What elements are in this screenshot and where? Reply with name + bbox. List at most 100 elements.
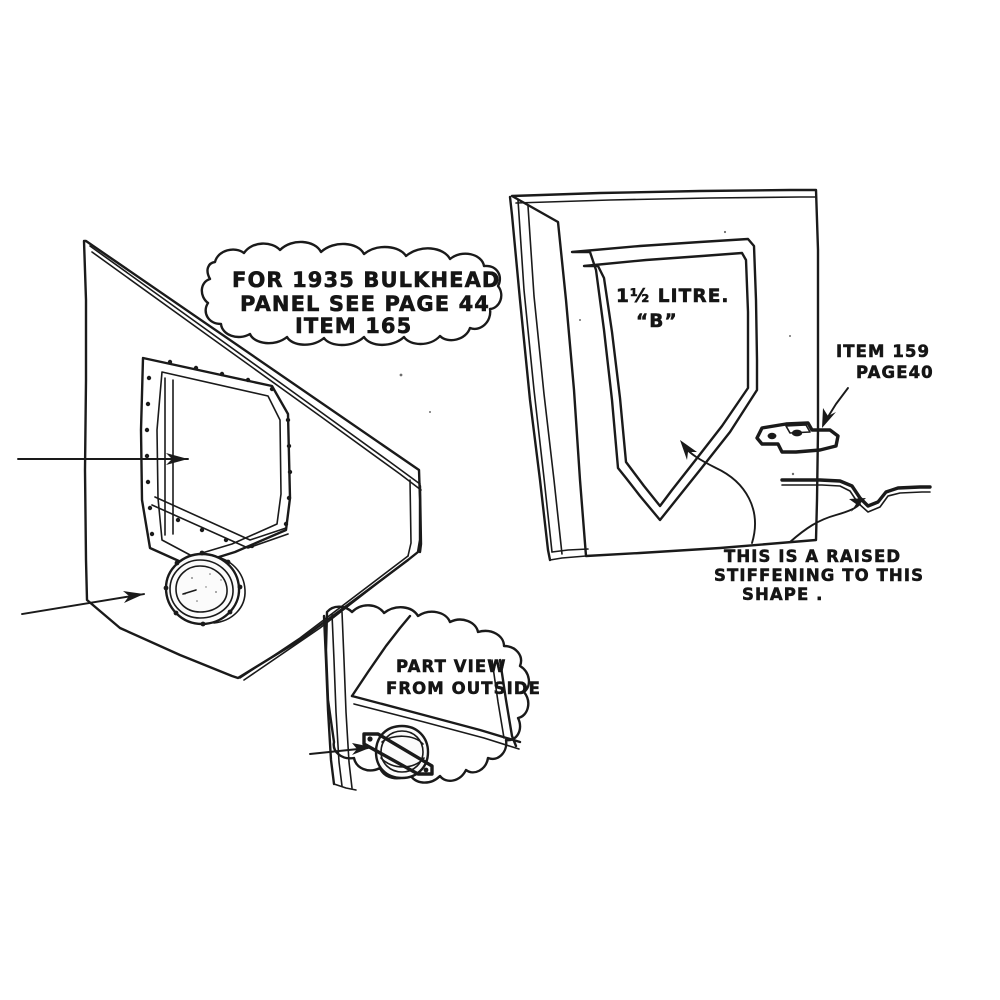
rivet <box>199 550 205 556</box>
right-panel-flange-bottom-fold-2 <box>551 548 589 553</box>
panel-label-line-2: “B” <box>636 311 678 332</box>
shading-speck <box>209 573 211 575</box>
rivet <box>287 469 293 475</box>
ink-speck <box>723 230 727 234</box>
rivet <box>225 559 231 565</box>
arrow-icon <box>849 498 866 512</box>
fitting-outer-ring <box>374 724 430 780</box>
aperture-lower-edge <box>154 496 287 541</box>
leader-line-icon <box>683 445 756 544</box>
rivet <box>174 560 180 566</box>
cloud-line-3: ITEM 165 <box>295 314 412 338</box>
shading-speck <box>215 591 217 593</box>
ink-speck <box>399 373 403 377</box>
cloud-callout: FOR 1935 BULKHEAD PANEL SEE PAGE 44 ITEM… <box>200 240 503 347</box>
arrow-icon <box>352 743 372 755</box>
rivet <box>269 386 275 392</box>
right-panel-left-flange-inner <box>527 205 563 555</box>
left-panel-flange-fold-2 <box>243 551 419 681</box>
fragment-inner-panel-edge <box>350 694 522 744</box>
left-panel-right-flange <box>418 484 423 554</box>
ink-speck <box>791 472 795 476</box>
aperture-outer-outline <box>139 356 292 568</box>
right-panel-left-flange-outer <box>508 195 552 562</box>
rivet <box>193 365 199 371</box>
arrow-icon <box>166 453 188 465</box>
rivet <box>219 371 225 377</box>
figure-retaining-clip <box>755 421 840 454</box>
leader-to-aperture <box>17 453 189 465</box>
stiffening-note-line-2: STIFFENING TO THIS <box>714 566 924 585</box>
rivet <box>145 401 151 407</box>
rivet <box>200 621 206 627</box>
stiffening-bead-inner <box>582 251 750 508</box>
clip-inner-edge <box>785 424 811 434</box>
round-aperture-tick <box>182 589 197 595</box>
rivet <box>237 584 243 590</box>
clip-hole-left <box>767 432 777 440</box>
right-panel-flange-bottom-fold <box>549 555 587 561</box>
cloud-line-1: FOR 1935 BULKHEAD <box>232 268 500 292</box>
ink-speck <box>579 319 581 321</box>
right-panel-left-flange-mid <box>517 199 553 553</box>
rivet <box>149 531 155 537</box>
cloud-outline <box>200 240 503 347</box>
stiffening-note-line-1: THIS IS A RAISED <box>724 547 901 566</box>
fitting-top-arc <box>381 735 424 745</box>
rivet <box>167 359 173 365</box>
fragment-flange-bottom <box>333 783 357 791</box>
section-profile-lower-line <box>781 484 931 513</box>
fragment-left-flange-outer <box>322 614 336 786</box>
ink-speck <box>789 335 791 337</box>
right-panel-top-edge-inner <box>515 196 817 204</box>
rivet <box>173 610 179 616</box>
left-panel-top-crease <box>89 245 421 485</box>
aperture-lower-edge-2 <box>151 504 289 549</box>
rivet <box>144 427 150 433</box>
figure-right-stiffened-panel: 1½ LITRE. “B” <box>508 188 820 562</box>
rivet <box>245 377 251 383</box>
rivet <box>163 585 169 591</box>
fitting-cross-bar <box>362 732 434 776</box>
rivet <box>147 505 153 511</box>
section-profile-upper-line <box>780 478 932 508</box>
rivet <box>199 527 205 533</box>
fragment-left-flange-inner <box>341 611 353 789</box>
shading-speck <box>205 586 207 588</box>
clip-item-callout: ITEM 159 PAGE40 <box>822 342 934 428</box>
rivet <box>283 521 289 527</box>
clip-label-line-1: ITEM 159 <box>836 342 930 361</box>
shading-speck <box>191 577 193 579</box>
left-panel-flange-fold <box>239 555 409 679</box>
round-aperture-mid-ring <box>169 559 234 619</box>
aperture-inner-outline <box>156 371 282 557</box>
panel-label-line-1: 1½ LITRE. <box>616 286 730 307</box>
rivet <box>145 479 151 485</box>
fitting-bar-pivot <box>367 736 373 742</box>
fragment-left-flange-mid <box>331 613 343 787</box>
figure-part-view-fragment: PART VIEW FROM OUTSIDE <box>309 604 540 791</box>
leader-to-round-aperture <box>21 591 145 615</box>
rivet <box>146 375 152 381</box>
rivet <box>286 495 292 501</box>
fragment-inner-panel-edge-2 <box>353 703 520 750</box>
leader-line-icon <box>21 593 145 615</box>
clip-label-line-2: PAGE40 <box>856 363 934 382</box>
shading-speck <box>220 579 222 581</box>
stiffening-note-callout: THIS IS A RAISED STIFFENING TO THIS SHAP… <box>680 440 924 604</box>
rivet <box>175 517 181 523</box>
shading-speck <box>196 600 198 602</box>
rivet <box>223 537 229 543</box>
fragment-inner-panel-return-2 <box>491 659 505 739</box>
stiffening-bead-outer <box>570 237 759 522</box>
arrow-icon <box>123 591 144 603</box>
clip-outline <box>755 421 840 454</box>
figure-left-bulkhead-panel <box>17 239 423 681</box>
fragment-inner-panel-top <box>350 614 412 698</box>
figure-section-profile <box>780 472 932 513</box>
right-panel-outline <box>510 188 820 558</box>
left-panel-right-flange-inner <box>407 479 412 557</box>
